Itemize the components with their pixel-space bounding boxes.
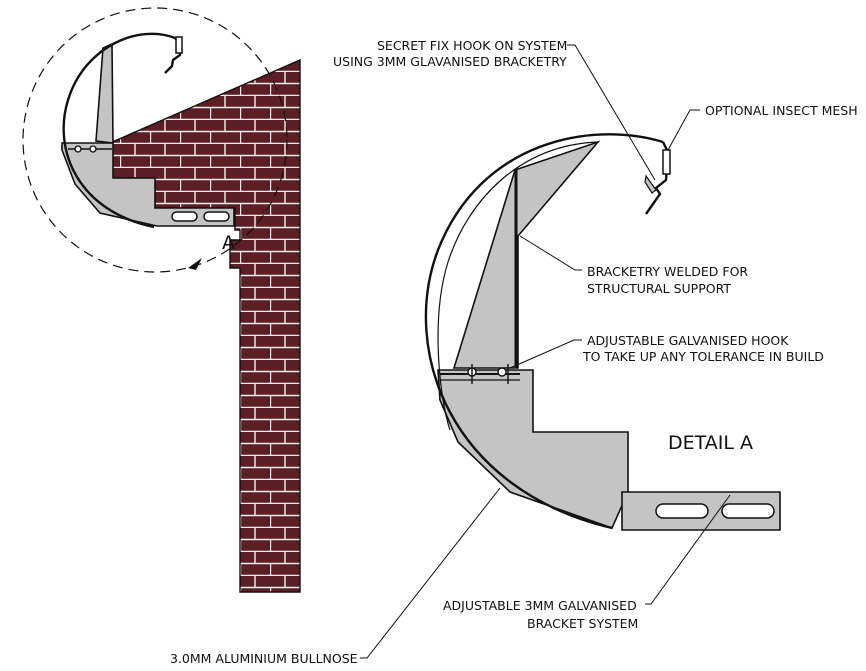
small-bracket-slot-2 — [203, 211, 230, 222]
hook-label-2: TO TAKE UP ANY TOLERANCE IN BUILD — [582, 349, 824, 364]
detail-marker: A — [222, 232, 235, 254]
bracket-arm — [452, 140, 601, 369]
main-bracket-plate — [437, 369, 629, 530]
detail-callout-circle: A — [22, 7, 288, 273]
large-bracket-slot-2 — [721, 503, 775, 519]
bracketry-label-1: BRACKETRY WELDED FOR — [587, 264, 748, 279]
small-bracket — [61, 42, 235, 227]
bracket-system-label-1: ADJUSTABLE 3MM GALVANISED — [443, 598, 637, 613]
large-bracket-slot-1 — [655, 503, 709, 519]
bracketry-label-2: STRUCTURAL SUPPORT — [587, 281, 731, 296]
leader-lines — [360, 44, 731, 659]
large-bracket — [437, 140, 781, 531]
large-bullnose — [424, 133, 671, 530]
brick-wall — [109, 58, 301, 593]
callout-arrow — [188, 258, 202, 270]
bullnose-label: 3.0MM ALUMINIUM BULLNOSE — [170, 651, 358, 666]
brick-wall-section — [109, 58, 301, 593]
secret-fix-hook — [644, 174, 657, 194]
bullnose-outer — [424, 133, 664, 530]
detail-title: DETAIL A — [668, 432, 753, 454]
secret-fix-label-1: SECRET FIX HOOK ON SYSTEM — [377, 38, 567, 53]
small-bullnose — [62, 32, 183, 229]
small-bracket-slot-1 — [171, 211, 198, 222]
insect-mesh — [662, 149, 671, 175]
secret-fix-label-2: USING 3MM GLAVANISED BRACKETRY — [333, 54, 567, 69]
insect-mesh-label: OPTIONAL INSECT MESH — [705, 103, 858, 118]
bracket-system-label-2: BRACKET SYSTEM — [527, 616, 638, 631]
annotations: SECRET FIX HOOK ON SYSTEM USING 3MM GLAV… — [170, 38, 858, 666]
hook-label-1: ADJUSTABLE GALVANISED HOOK — [587, 333, 789, 348]
